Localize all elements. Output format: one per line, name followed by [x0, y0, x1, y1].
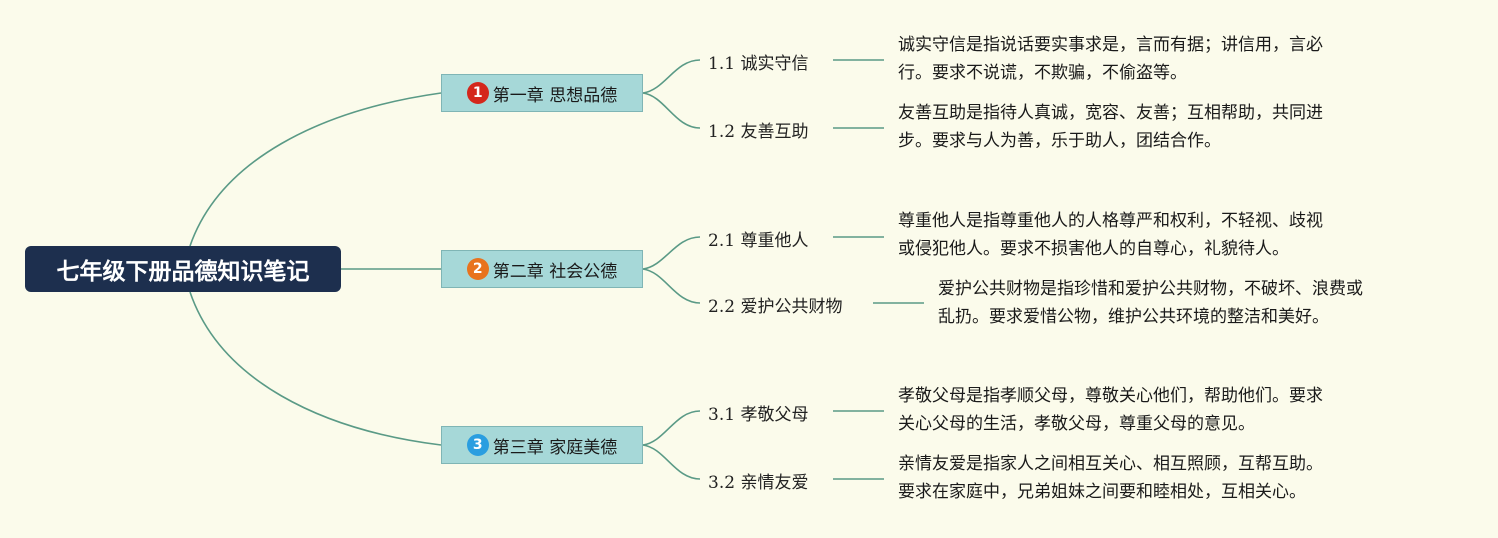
section-number: 1.2: [708, 122, 736, 142]
section-number: 3.2: [708, 473, 736, 493]
chapter-3-topic[interactable]: 3 第三章 家庭美德: [441, 426, 643, 464]
root-title: 七年级下册品德知识笔记: [56, 259, 310, 285]
link-ch2-s2: [642, 268, 701, 304]
section-2-2-topic[interactable]: 2.2 爱护公共财物: [708, 292, 842, 317]
description-line: 或侵犯他人。要求不损害他人的自尊心，礼貌待人。: [898, 239, 1289, 259]
section-number: 1.1: [708, 54, 736, 74]
section-title: 亲情友爱: [740, 473, 809, 493]
description-line: 亲情友爱是指家人之间相互关心、相互照顾，互帮互助。: [898, 454, 1323, 474]
section-3-1-description[interactable]: 孝敬父母是指孝顺父母，尊敬关心他们，帮助他们。要求 关心父母的生活，孝敬父母，尊…: [898, 382, 1323, 438]
root-topic[interactable]: 七年级下册品德知识笔记: [25, 246, 341, 292]
number-2-icon: 2: [466, 258, 489, 280]
section-1-1-description[interactable]: 诚实守信是指说话要实事求是，言而有据；讲信用，言必 行。要求不说谎，不欺骗，不偷…: [898, 31, 1323, 87]
link-ch3-s2: [642, 444, 701, 480]
chapter-1-topic[interactable]: 1 第一章 思想品德: [441, 74, 643, 112]
link-ch2-s1: [642, 236, 701, 270]
section-3-2-topic[interactable]: 3.2 亲情友爱: [708, 468, 808, 493]
section-1-2-description[interactable]: 友善互助是指待人真诚，宽容、友善；互相帮助，共同进 步。要求与人为善，乐于助人，…: [898, 99, 1323, 155]
description-line: 行。要求不说谎，不欺骗，不偷盗等。: [898, 63, 1187, 83]
section-number: 3.1: [708, 405, 736, 425]
section-1-1-topic[interactable]: 1.1 诚实守信: [708, 49, 808, 74]
section-2-1-description[interactable]: 尊重他人是指尊重他人的人格尊严和权利，不轻视、歧视 或侵犯他人。要求不损害他人的…: [898, 207, 1323, 263]
section-number: 2.1: [708, 231, 736, 251]
section-3-2-description[interactable]: 亲情友爱是指家人之间相互关心、相互照顾，互帮互助。 要求在家庭中，兄弟姐妹之间要…: [898, 450, 1323, 506]
chapter-2-title: 第二章 社会公德: [492, 261, 618, 282]
section-title: 尊重他人: [740, 231, 809, 251]
link-root-ch1: [189, 92, 442, 247]
section-1-2-topic[interactable]: 1.2 友善互助: [708, 117, 808, 142]
link-ch3-s1: [642, 410, 701, 446]
description-line: 步。要求与人为善，乐于助人，团结合作。: [898, 131, 1221, 151]
description-line: 孝敬父母是指孝顺父母，尊敬关心他们，帮助他们。要求: [898, 386, 1323, 406]
section-title: 爱护公共财物: [740, 297, 843, 317]
section-title: 诚实守信: [740, 54, 809, 74]
description-line: 爱护公共财物是指珍惜和爱护公共财物，不破坏、浪费或: [938, 279, 1363, 299]
description-line: 关心父母的生活，孝敬父母，尊重父母的意见。: [898, 414, 1255, 434]
description-line: 要求在家庭中，兄弟姐妹之间要和睦相处，互相关心。: [898, 482, 1306, 502]
number-3-icon: 3: [466, 434, 489, 456]
description-line: 乱扔。要求爱惜公物，维护公共环境的整洁和美好。: [938, 307, 1329, 327]
chapter-2-topic[interactable]: 2 第二章 社会公德: [441, 250, 643, 288]
link-root-ch3: [189, 291, 442, 446]
link-ch1-s1: [642, 59, 701, 94]
section-2-2-description[interactable]: 爱护公共财物是指珍惜和爱护公共财物，不破坏、浪费或 乱扔。要求爱惜公物，维护公共…: [938, 275, 1363, 331]
description-line: 诚实守信是指说话要实事求是，言而有据；讲信用，言必: [898, 35, 1323, 55]
section-title: 友善互助: [740, 122, 809, 142]
number-1-icon: 1: [466, 82, 489, 104]
section-number: 2.2: [708, 297, 736, 317]
description-line: 尊重他人是指尊重他人的人格尊严和权利，不轻视、歧视: [898, 211, 1323, 231]
section-2-1-topic[interactable]: 2.1 尊重他人: [708, 226, 808, 251]
description-line: 友善互助是指待人真诚，宽容、友善；互相帮助，共同进: [898, 103, 1323, 123]
section-3-1-topic[interactable]: 3.1 孝敬父母: [708, 400, 808, 425]
link-ch1-s2: [642, 92, 701, 129]
chapter-1-title: 第一章 思想品德: [492, 85, 618, 106]
section-title: 孝敬父母: [740, 405, 809, 425]
chapter-3-title: 第三章 家庭美德: [492, 437, 618, 458]
